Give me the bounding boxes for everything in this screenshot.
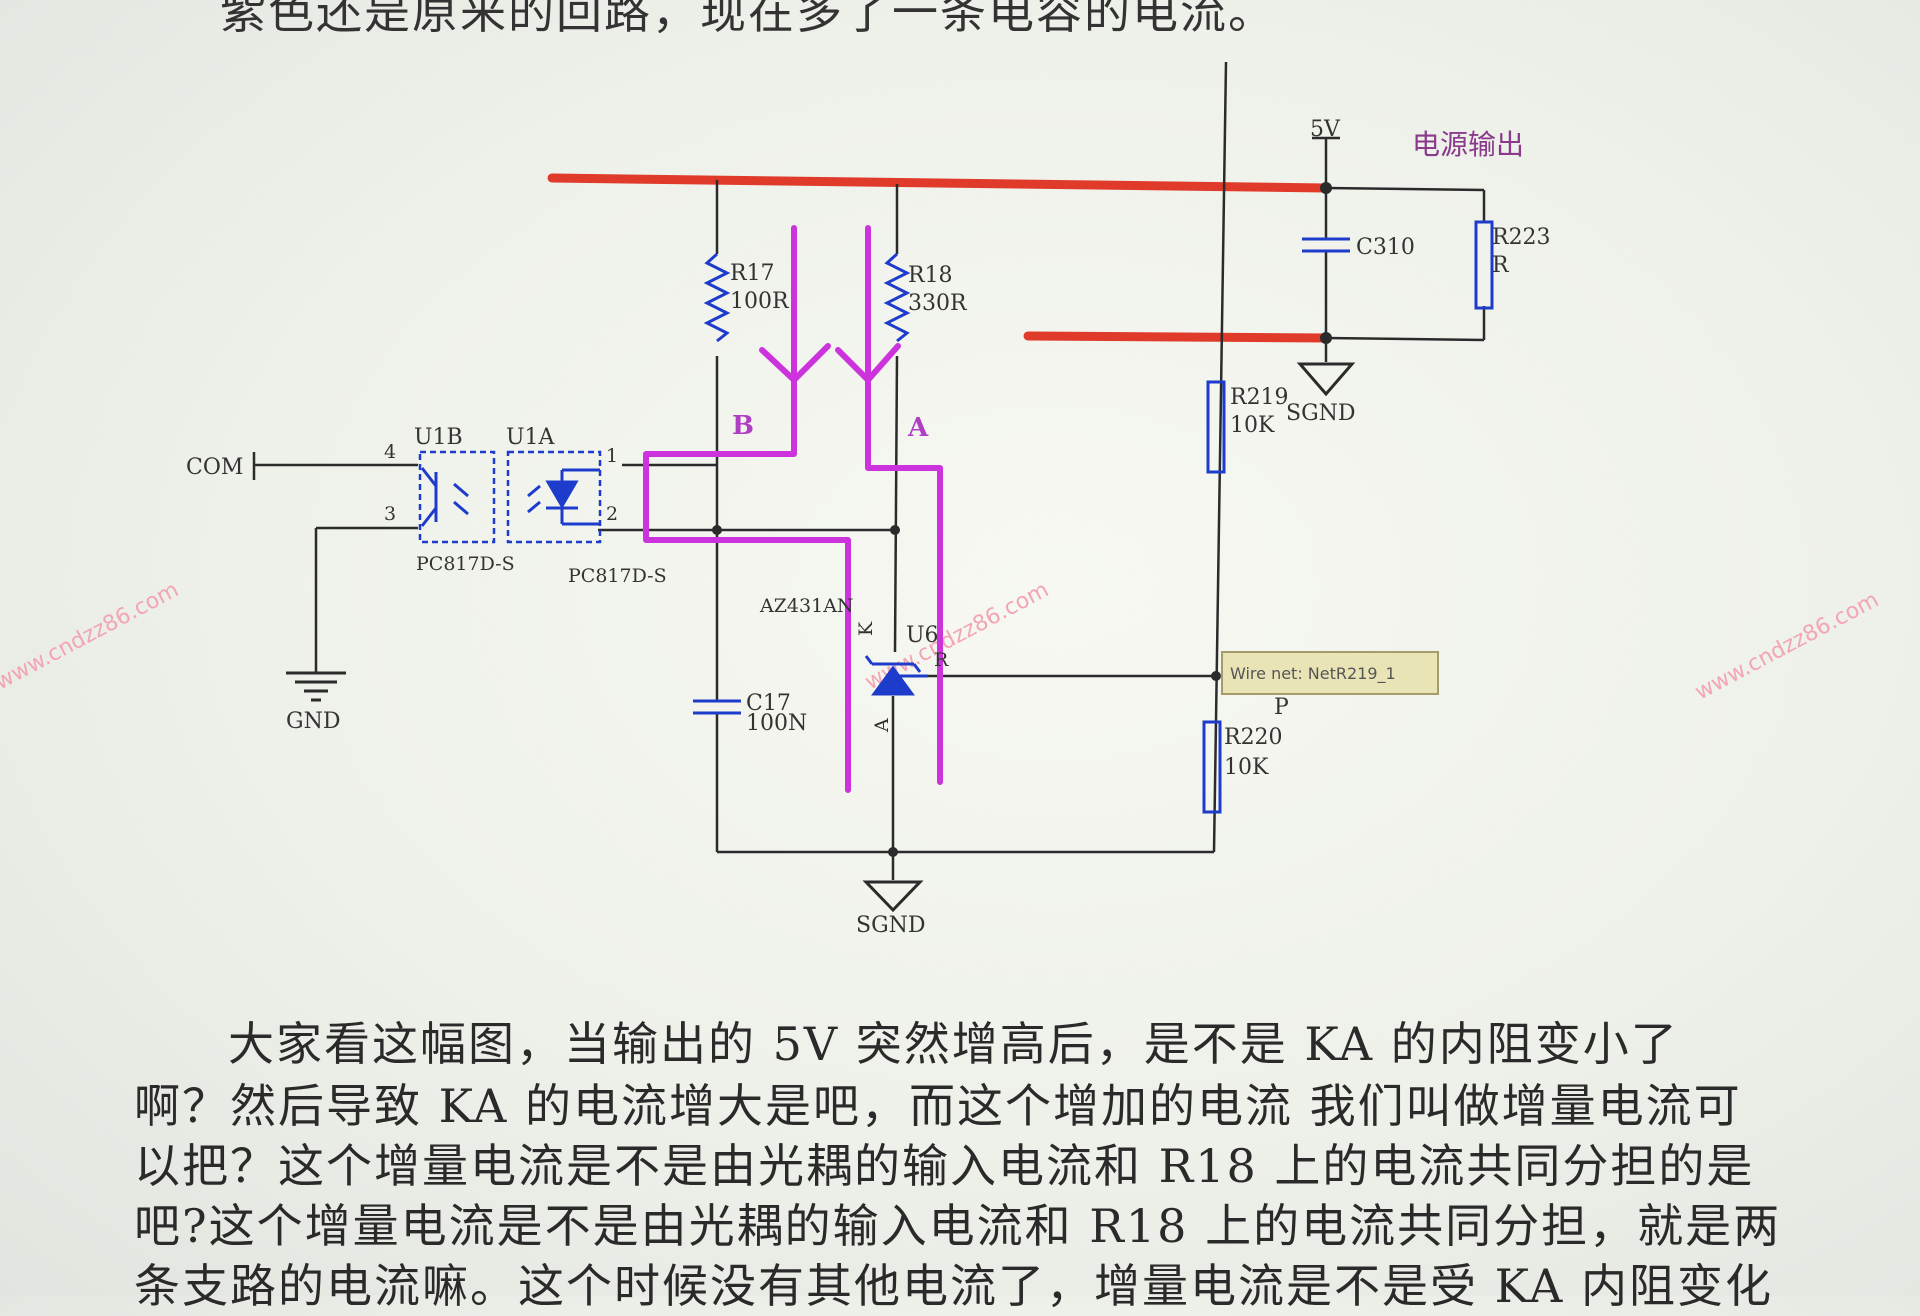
paragraph-line: 条支路的电流嘛。这个时候没有其他电流了，增量电流是不是受 KA 内阻变化 [134,1259,1773,1313]
optocoupler-u1a-body [506,450,602,544]
paragraph-line: 以把？这个增量电流是不是由光耦的输入电流和 R18 上的电流共同分担的是 [134,1139,1755,1193]
pin-3: 3 [384,503,396,525]
document-top-line: 紫色还是原来的回路，现在多了一条电容的电流。 [220,0,1276,39]
part-u1b: PC817D-S [416,553,515,575]
resistor-r220 [1202,720,1222,814]
net-label-sgnd: SGND [856,913,926,938]
capacitor-c310 [1302,237,1350,253]
ground-symbol-gnd [286,671,346,702]
net-label-5v: 5V [1310,117,1341,142]
value-c17: 100N [746,711,807,736]
node-label-p: P [1274,695,1289,720]
ref-u6: U6 [906,623,939,648]
pin-2: 2 [606,503,618,525]
ground-symbol-sgnd-bottom [862,880,924,913]
current-path-overlay [643,225,943,793]
value-r18: 330R [908,291,968,316]
watermark: www.cndzz86.com [0,577,183,695]
value-r219: 10K [1230,413,1275,438]
pin-r: R [934,649,949,671]
net-label-gnd: GND [286,709,340,734]
ref-r17: R17 [730,261,775,286]
net-label-sgnd: SGND [1286,401,1356,426]
part-u6: AZ431AN [759,595,854,617]
ref-c17: C17 [746,691,791,716]
capacitor-c17 [693,699,741,715]
phototransistor-icon [420,467,469,527]
ref-u1b: U1B [414,425,463,450]
ref-u1a: U1A [506,425,556,450]
branch-label-a: A [907,413,929,443]
shunt-regulator-icon [864,655,928,696]
value-r17: 100R [730,289,790,314]
ref-c310: C310 [1356,235,1415,260]
ground-symbol-sgnd-right [1296,362,1356,397]
svg-text:Wire net: NetR219_1: Wire net: NetR219_1 [1230,664,1396,684]
resistor-r18 [883,252,911,343]
resistor-r219 [1206,380,1226,474]
pin-1: 1 [606,445,618,467]
ref-r223: R223 [1492,225,1551,250]
watermark: www.cndzz86.com [1691,587,1883,705]
bottom-rail [1023,331,1331,343]
value-r223: R [1492,253,1510,278]
net-label-com: COM [186,455,243,480]
paragraph-line: 啊？然后导致 KA 的电流增大是吧，而这个增加的电流 我们叫做增量电流可 [134,1079,1742,1133]
branch-label-b: B [732,411,754,441]
pin-a: A [871,718,893,733]
optocoupler-u1b-body [418,450,496,544]
title-power-output: 电源输出 [1412,128,1524,161]
paragraph-line: 吧?这个增量电流是不是由光耦的输入电流和 R18 上的电流共同分担，就是两 [134,1199,1782,1253]
value-r220: 10K [1224,755,1269,780]
ref-r219: R219 [1230,385,1289,410]
paragraph-line: 大家看这幅图，当输出的 5V 突然增高后，是不是 KA 的内阻变小了 [228,1017,1679,1071]
junctions [712,182,1332,857]
pin-4: 4 [384,441,396,463]
resistor-r17 [703,252,731,343]
net-tooltip: Wire net: NetR219_1 [1221,651,1439,695]
ref-r220: R220 [1224,725,1283,750]
part-u1a: PC817D-S [568,565,667,587]
pin-k: K [855,621,877,636]
led-icon [527,468,600,526]
resistor-r223 [1474,220,1494,310]
top-rail [547,173,1331,193]
ref-r18: R18 [908,263,953,288]
